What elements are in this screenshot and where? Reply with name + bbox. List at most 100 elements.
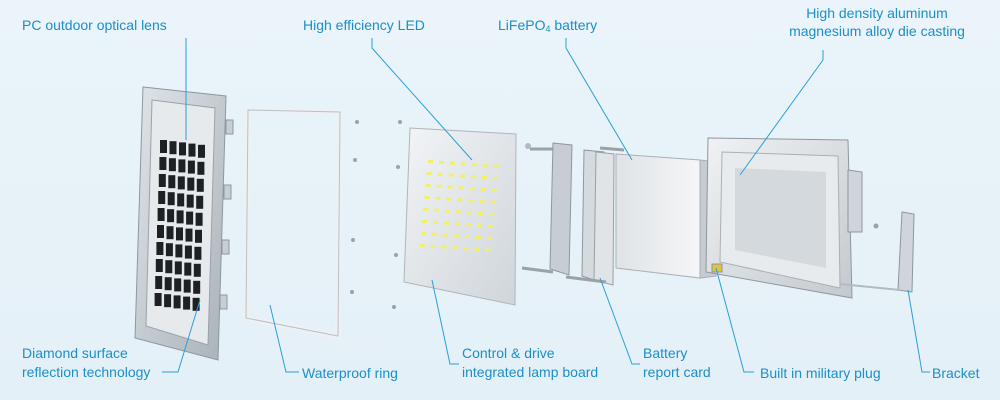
board-led	[463, 247, 469, 251]
battery-shape	[615, 153, 717, 279]
board-led	[447, 185, 453, 189]
lamp-board-leds	[419, 160, 499, 252]
lens-cell	[196, 178, 204, 192]
lens-cell	[169, 141, 177, 155]
lamp-board-shape	[403, 127, 531, 306]
lens-cell	[173, 295, 181, 309]
board-led	[441, 245, 447, 249]
label-diamond-line2: reflection technology	[22, 364, 151, 380]
board-led	[452, 246, 458, 250]
board-led	[469, 187, 475, 191]
board-led	[475, 236, 481, 239]
lens-cell	[186, 211, 194, 225]
lens-cell	[193, 263, 201, 277]
lens-cell	[193, 280, 201, 294]
lens-cell	[188, 143, 196, 157]
board-led	[444, 221, 449, 225]
lens-led-grid	[154, 140, 205, 311]
board-led	[488, 224, 493, 228]
label-battery-main: LiFePO	[498, 17, 546, 33]
board-led	[477, 224, 482, 227]
label-report-line2: report card	[643, 364, 711, 380]
board-led	[459, 174, 465, 178]
label-plug: Built in military plug	[760, 365, 881, 381]
lens-cell	[175, 244, 183, 258]
board-led	[426, 172, 432, 175]
board-led	[485, 248, 491, 252]
board-led	[492, 176, 498, 180]
board-led	[428, 160, 433, 163]
board-led	[424, 196, 430, 199]
label-diamond-line1: Diamond surface	[22, 345, 128, 361]
lens-cell	[186, 194, 194, 208]
board-led	[425, 184, 431, 187]
board-led	[420, 232, 426, 235]
board-led	[461, 162, 466, 166]
board-led	[474, 248, 480, 251]
board-led	[472, 163, 477, 167]
lens-cell	[164, 294, 172, 308]
lens-cell	[187, 177, 195, 191]
board-led	[481, 176, 487, 179]
lens-cell	[157, 208, 165, 221]
board-led	[442, 233, 448, 237]
lens-cell	[196, 195, 204, 209]
housing-shape	[705, 137, 863, 299]
board-led	[446, 197, 452, 201]
board-led	[467, 211, 473, 215]
lens-cell	[158, 191, 166, 204]
lens-cell	[168, 175, 176, 189]
board-led	[455, 222, 460, 226]
board-led	[439, 160, 444, 164]
lens-cell	[183, 279, 191, 293]
lens-cell	[194, 246, 202, 260]
screws	[350, 120, 402, 309]
label-battery-tail: battery	[550, 17, 598, 33]
waterproof-ring-shape	[243, 107, 343, 339]
board-led	[433, 220, 438, 224]
board-led	[431, 232, 437, 236]
battery-report-card-shape	[521, 142, 625, 286]
board-led	[435, 196, 441, 200]
lens-cell	[158, 174, 166, 187]
lens-cell	[164, 277, 172, 291]
lens-cell	[159, 157, 167, 170]
lens-cell	[198, 144, 205, 158]
board-led	[490, 200, 496, 204]
lens-cell	[160, 140, 167, 153]
lens-cell	[166, 226, 174, 240]
lens-cell	[179, 142, 186, 156]
lens-cell	[195, 229, 202, 243]
board-led	[464, 235, 470, 239]
lens-cell	[187, 160, 195, 174]
board-led	[483, 164, 488, 167]
lens-cell	[195, 212, 203, 226]
lens-cell	[174, 278, 182, 292]
lens-cell	[168, 158, 176, 172]
board-led	[445, 209, 451, 213]
label-battery: LiFePO4 battery	[498, 16, 597, 38]
board-led	[491, 188, 497, 192]
lens-cell	[167, 209, 175, 223]
board-led	[457, 198, 463, 202]
board-led	[479, 200, 485, 203]
lens-cell	[197, 161, 205, 175]
board-led	[430, 244, 436, 248]
label-bracket: Bracket	[932, 365, 980, 381]
lens-cell	[176, 227, 183, 241]
lens-cell	[178, 159, 186, 173]
board-led	[436, 184, 442, 188]
lens-cell	[155, 276, 163, 289]
board-led	[434, 208, 440, 212]
lens-cell	[176, 210, 184, 224]
label-control-line2: integrated lamp board	[462, 364, 599, 380]
lens-cell	[156, 242, 164, 255]
lens-cell	[177, 193, 185, 207]
lens-cell	[157, 225, 164, 238]
board-led	[468, 199, 474, 203]
board-led	[494, 164, 499, 168]
board-led	[422, 220, 427, 223]
lens-cell	[185, 228, 193, 242]
